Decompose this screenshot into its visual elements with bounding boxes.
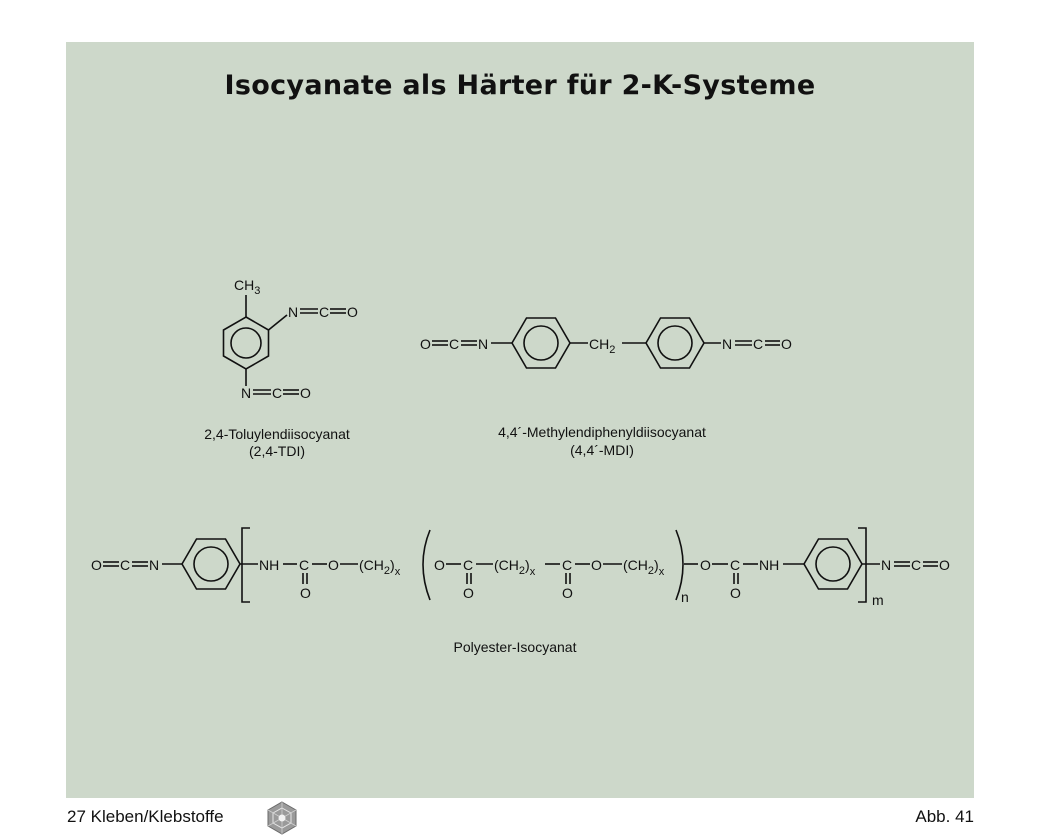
mdi-structure: O C N CH2 N C O 4,4´-Methylendiphenyldii… <box>420 317 792 458</box>
tdi-nco-bottom-c: C <box>272 385 282 401</box>
tdi-caption-abbr: (2,4-TDI) <box>249 443 305 459</box>
pe-ch2x-1: (CH2)x <box>359 557 401 578</box>
mdi-nco-left-n: N <box>478 336 488 352</box>
pe-paren-right <box>675 529 684 601</box>
pe-nco-right-c: C <box>911 557 921 573</box>
pe-c-4: C <box>730 557 740 573</box>
pe-bracket-left <box>241 527 250 603</box>
tdi-structure: CH3 N C O N C O 2,4-Toluylendiisocyanat … <box>204 277 358 459</box>
mdi-nco-left-o: O <box>420 336 431 352</box>
mdi-caption-name: 4,4´-Methylendiphenyldiisocyanat <box>498 424 706 440</box>
tdi-nco-top-o: O <box>347 304 358 320</box>
tdi-ring-circle <box>230 327 262 359</box>
footer-figure-number: Abb. 41 <box>915 807 974 826</box>
figure-panel <box>66 42 974 798</box>
pe-ch2x-2: (CH2)x <box>494 557 536 578</box>
tdi-ch3-label: CH3 <box>234 277 260 297</box>
hexagon-logo-icon <box>267 801 297 835</box>
pe-bracket-right <box>858 527 867 603</box>
pe-o-ether-3: O <box>591 557 602 573</box>
pe-o-ether-2: O <box>434 557 445 573</box>
pe-paren-left <box>422 529 431 601</box>
tdi-n-bond-top <box>267 314 288 331</box>
pe-o-carbonyl-1: O <box>300 585 311 601</box>
figure-title: Isocyanate als Härter für 2-K-Systeme <box>224 70 816 101</box>
pe-o-ether-4: O <box>700 557 711 573</box>
ring-circle <box>815 546 851 582</box>
pe-nco-left-n: N <box>149 557 159 573</box>
ring-circle <box>523 325 559 361</box>
pe-o-carbonyl-2: O <box>463 585 474 601</box>
pe-nco-left-o: O <box>91 557 102 573</box>
polyester-structure: O C N NH C O O (CH2)x O C O (CH2)x C <box>91 527 950 655</box>
pe-o-carbonyl-4: O <box>730 585 741 601</box>
tdi-nco-top-n: N <box>288 304 298 320</box>
pe-o-carbonyl-3: O <box>562 585 573 601</box>
mdi-ch2-label: CH2 <box>589 336 615 356</box>
ring-circle <box>657 325 693 361</box>
pe-c-1: C <box>299 557 309 573</box>
mdi-nco-right-c: C <box>753 336 763 352</box>
mdi-caption-abbr: (4,4´-MDI) <box>570 442 634 458</box>
pe-nco-right-o: O <box>939 557 950 573</box>
mdi-nco-right-n: N <box>722 336 732 352</box>
pe-c-2: C <box>463 557 473 573</box>
pe-index-n: n <box>681 589 689 605</box>
tdi-caption-name: 2,4-Toluylendiisocyanat <box>204 426 350 442</box>
ring-circle <box>193 546 229 582</box>
tdi-nco-bottom-n: N <box>241 385 251 401</box>
pe-nh-1: NH <box>259 557 279 573</box>
pe-o-ether-1: O <box>328 557 339 573</box>
mdi-nco-left-c: C <box>449 336 459 352</box>
pe-nh-2: NH <box>759 557 779 573</box>
footer-chapter-label: 27 Kleben/Klebstoffe <box>67 807 224 826</box>
pe-ch2x-3: (CH2)x <box>623 557 665 578</box>
mdi-nco-right-o: O <box>781 336 792 352</box>
tdi-nco-bottom-o: O <box>300 385 311 401</box>
pe-c-3: C <box>562 557 572 573</box>
tdi-nco-top-c: C <box>319 304 329 320</box>
pe-nco-left-c: C <box>120 557 130 573</box>
pe-index-m: m <box>872 592 884 608</box>
pe-caption: Polyester-Isocyanat <box>454 639 577 655</box>
pe-nco-right-n: N <box>881 557 891 573</box>
